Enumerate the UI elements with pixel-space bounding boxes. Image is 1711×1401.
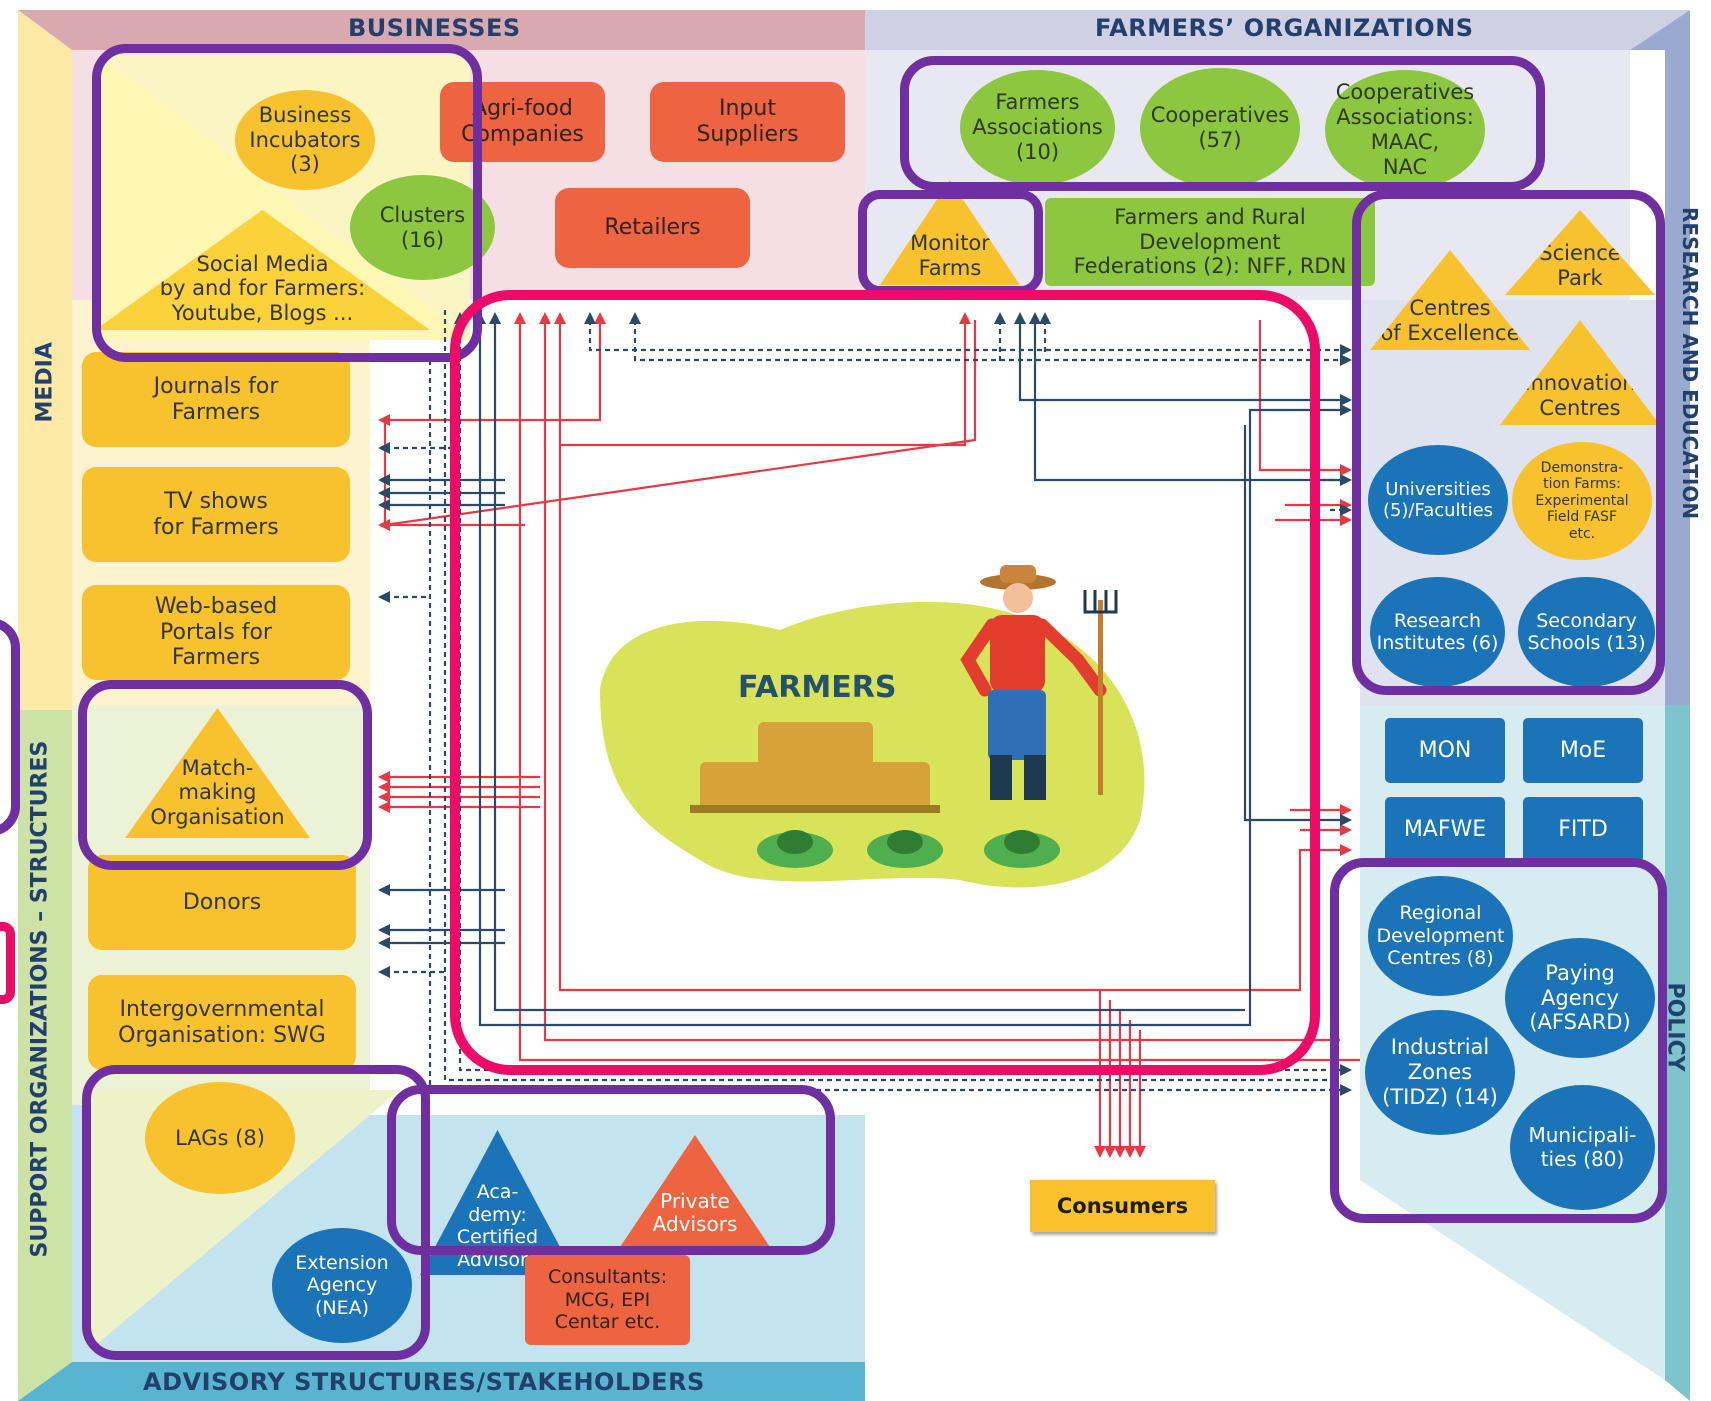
node-clusters: Clusters (16) <box>350 175 495 280</box>
header-advisory: ADVISORY STRUCTURES/STAKEHOLDERS <box>143 1368 705 1396</box>
highlight-research <box>1352 190 1665 695</box>
highlight-monitor-farms <box>858 190 1043 295</box>
node-universities: Universities (5)/Faculties <box>1368 445 1508 555</box>
node-moe: MoE <box>1523 718 1643 783</box>
node-farmers-associations: Farmers Associations (10) <box>960 70 1115 185</box>
node-input-suppliers: Input Suppliers <box>650 82 845 162</box>
node-secondary-schools: Secondary Schools (13) <box>1518 577 1655 687</box>
node-consultants: Consultants: MCG, EPI Centar etc. <box>525 1255 690 1345</box>
node-donors: Donors <box>88 855 356 950</box>
farmer-illustration <box>600 565 1145 888</box>
node-cooperatives: Cooperatives (57) <box>1140 68 1300 188</box>
consumers-label: Consumers <box>1030 1180 1215 1232</box>
node-industrial-zones: Industrial Zones (TIDZ) (14) <box>1365 1010 1515 1135</box>
node-retailers: Retailers <box>555 188 750 268</box>
highlight-academy-private <box>387 1085 835 1255</box>
node-intergovernmental-organisation: Intergovernmental Organisation: SWG <box>88 975 356 1070</box>
highlight-left-edge-pink <box>0 922 15 1004</box>
policy-band <box>1665 705 1690 1401</box>
highlight-business-incubators <box>92 44 482 362</box>
node-mon: MON <box>1385 718 1505 783</box>
highlight-farmers-associations <box>900 56 1545 191</box>
policy-region <box>1360 705 1665 1380</box>
highlight-farmers-center <box>450 290 1320 1075</box>
businesses-band <box>18 10 865 50</box>
header-farmers-organizations: FARMERS’ ORGANIZATIONS <box>1095 14 1474 42</box>
header-research: RESEARCH AND EDUCATION <box>1678 207 1702 520</box>
node-paying-agency: Paying Agency (AFSARD) <box>1505 938 1655 1058</box>
node-cooperatives-associations: Cooperatives Associations: MAAC, NAC <box>1325 70 1485 190</box>
highlight-policy-agencies <box>1330 858 1667 1223</box>
header-businesses: BUSINESSES <box>348 14 521 42</box>
header-support: SUPPORT ORGANIZATIONS – STRUCTURES <box>27 740 53 1258</box>
node-municipalities: Municipali- ties (80) <box>1510 1085 1655 1210</box>
node-fitd: FITD <box>1523 797 1643 862</box>
node-federations: Farmers and Rural Development Federation… <box>1045 198 1375 286</box>
support-band <box>18 710 72 1401</box>
farmers-orgs-band <box>865 10 1690 50</box>
node-research-institutes: Research Institutes (6) <box>1370 577 1505 687</box>
farmers-title: FARMERS <box>738 670 897 705</box>
advisory-band <box>18 1362 865 1401</box>
highlight-left-edge <box>0 618 20 836</box>
node-extension-agency: Extension Agency (NEA) <box>272 1228 412 1343</box>
node-business-incubators: Business Incubators (3) <box>235 90 375 190</box>
node-web-portals: Web-based Portals for Farmers <box>82 585 350 680</box>
node-demonstration-farms: Demonstra- tion Farms: Experimental Fiel… <box>1512 442 1652 560</box>
node-lags: LAGs (8) <box>145 1082 295 1194</box>
media-band <box>18 10 72 710</box>
highlight-lags-extension <box>82 1065 430 1360</box>
node-journals-for-farmers: Journals for Farmers <box>82 352 350 447</box>
node-tv-shows: TV shows for Farmers <box>82 467 350 562</box>
header-media: MEDIA <box>32 342 58 423</box>
node-regional-development-centres: Regional Development Centres (8) <box>1368 876 1513 996</box>
research-band <box>1630 10 1690 705</box>
node-mafwe: MAFWE <box>1385 797 1505 862</box>
highlight-matchmaking <box>78 680 372 870</box>
